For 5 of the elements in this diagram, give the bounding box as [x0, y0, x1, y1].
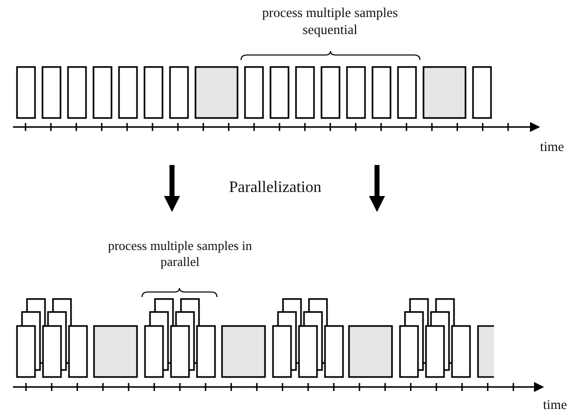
annotation: process multiple samples in parallel	[106, 238, 254, 270]
heading: Parallelization	[229, 178, 322, 198]
axis-label: time	[540, 139, 564, 156]
annotation: process multiple samples sequential	[261, 5, 399, 39]
axis-label: time	[543, 397, 567, 414]
